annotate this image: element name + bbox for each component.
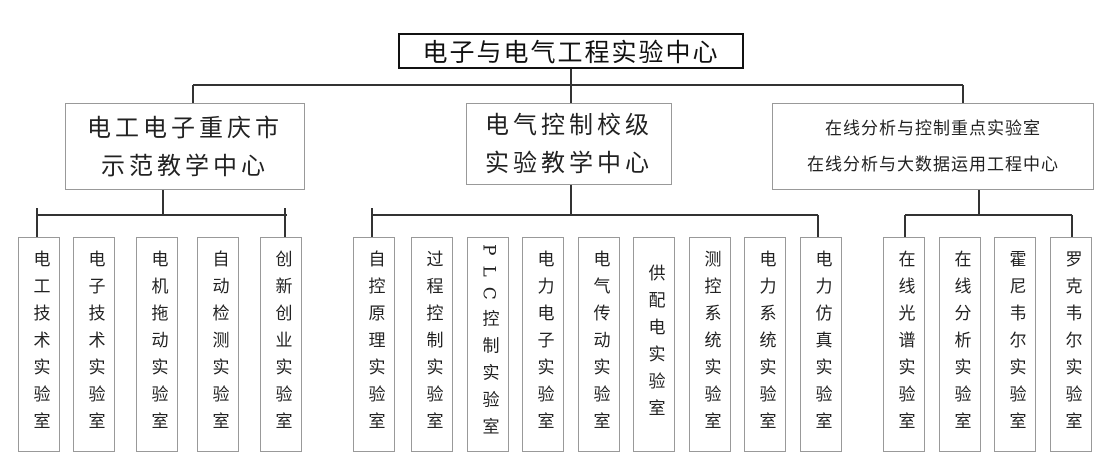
- root-node: 电子与电气工程实验中心: [398, 33, 744, 69]
- lab-label: 霍尼韦尔实验室: [1005, 250, 1026, 439]
- lab-node: 过程控制实验室: [411, 237, 453, 452]
- center-node-2: 电气控制校级 实验教学中心: [466, 103, 672, 185]
- center-label-line: 在线分析与大数据运用工程中心: [807, 154, 1059, 175]
- center-label-line: 实验教学中心: [485, 149, 653, 177]
- lab-label: 电子技术实验室: [84, 250, 105, 439]
- center-label-line: 示范教学中心: [101, 151, 269, 180]
- lab-node: 自动检测实验室: [197, 237, 239, 452]
- lab-node: 电力仿真实验室: [800, 237, 842, 452]
- lab-node: 霍尼韦尔实验室: [994, 237, 1036, 452]
- lab-label: 电力系统实验室: [755, 250, 776, 439]
- lab-label: 过程控制实验室: [422, 250, 443, 439]
- lab-label: 电力电子实验室: [533, 250, 554, 439]
- center-label-line: 在线分析与控制重点实验室: [825, 118, 1041, 139]
- center-label-line: 电气控制校级: [485, 111, 653, 139]
- root-label: 电子与电气工程实验中心: [422, 38, 720, 67]
- lab-node: 在线光谱实验室: [883, 237, 925, 452]
- lab-node: 供配电实验室: [633, 237, 675, 452]
- center-node-1: 电工电子重庆市 示范教学中心: [65, 103, 305, 190]
- lab-label: 电工技术实验室: [29, 250, 50, 439]
- lab-label: 电气传动实验室: [589, 250, 610, 439]
- lab-label: 在线分析实验室: [950, 250, 971, 439]
- lab-node: 电子技术实验室: [73, 237, 115, 452]
- lab-label: PLC控制实验室: [478, 244, 499, 445]
- lab-node: 测控系统实验室: [689, 237, 731, 452]
- lab-label: 测控系统实验室: [700, 250, 721, 439]
- lab-label: 创新创业实验室: [271, 250, 292, 439]
- lab-node: 电力电子实验室: [522, 237, 564, 452]
- lab-label: 自动检测实验室: [208, 250, 229, 439]
- lab-node: 电机拖动实验室: [136, 237, 178, 452]
- center-node-3: 在线分析与控制重点实验室 在线分析与大数据运用工程中心: [772, 103, 1094, 190]
- lab-node: 电气传动实验室: [578, 237, 620, 452]
- lab-node: 电力系统实验室: [744, 237, 786, 452]
- lab-node: 罗克韦尔实验室: [1050, 237, 1092, 452]
- lab-label: 电机拖动实验室: [147, 250, 168, 439]
- lab-node: 创新创业实验室: [260, 237, 302, 452]
- lab-node: 电工技术实验室: [18, 237, 60, 452]
- center-label-line: 电工电子重庆市: [87, 113, 283, 142]
- lab-label: 供配电实验室: [644, 263, 665, 426]
- lab-node: PLC控制实验室: [467, 237, 509, 452]
- lab-label: 自控原理实验室: [364, 250, 385, 439]
- lab-node: 自控原理实验室: [353, 237, 395, 452]
- lab-label: 罗克韦尔实验室: [1061, 250, 1082, 439]
- lab-label: 电力仿真实验室: [811, 250, 832, 439]
- lab-node: 在线分析实验室: [939, 237, 981, 452]
- lab-label: 在线光谱实验室: [894, 250, 915, 439]
